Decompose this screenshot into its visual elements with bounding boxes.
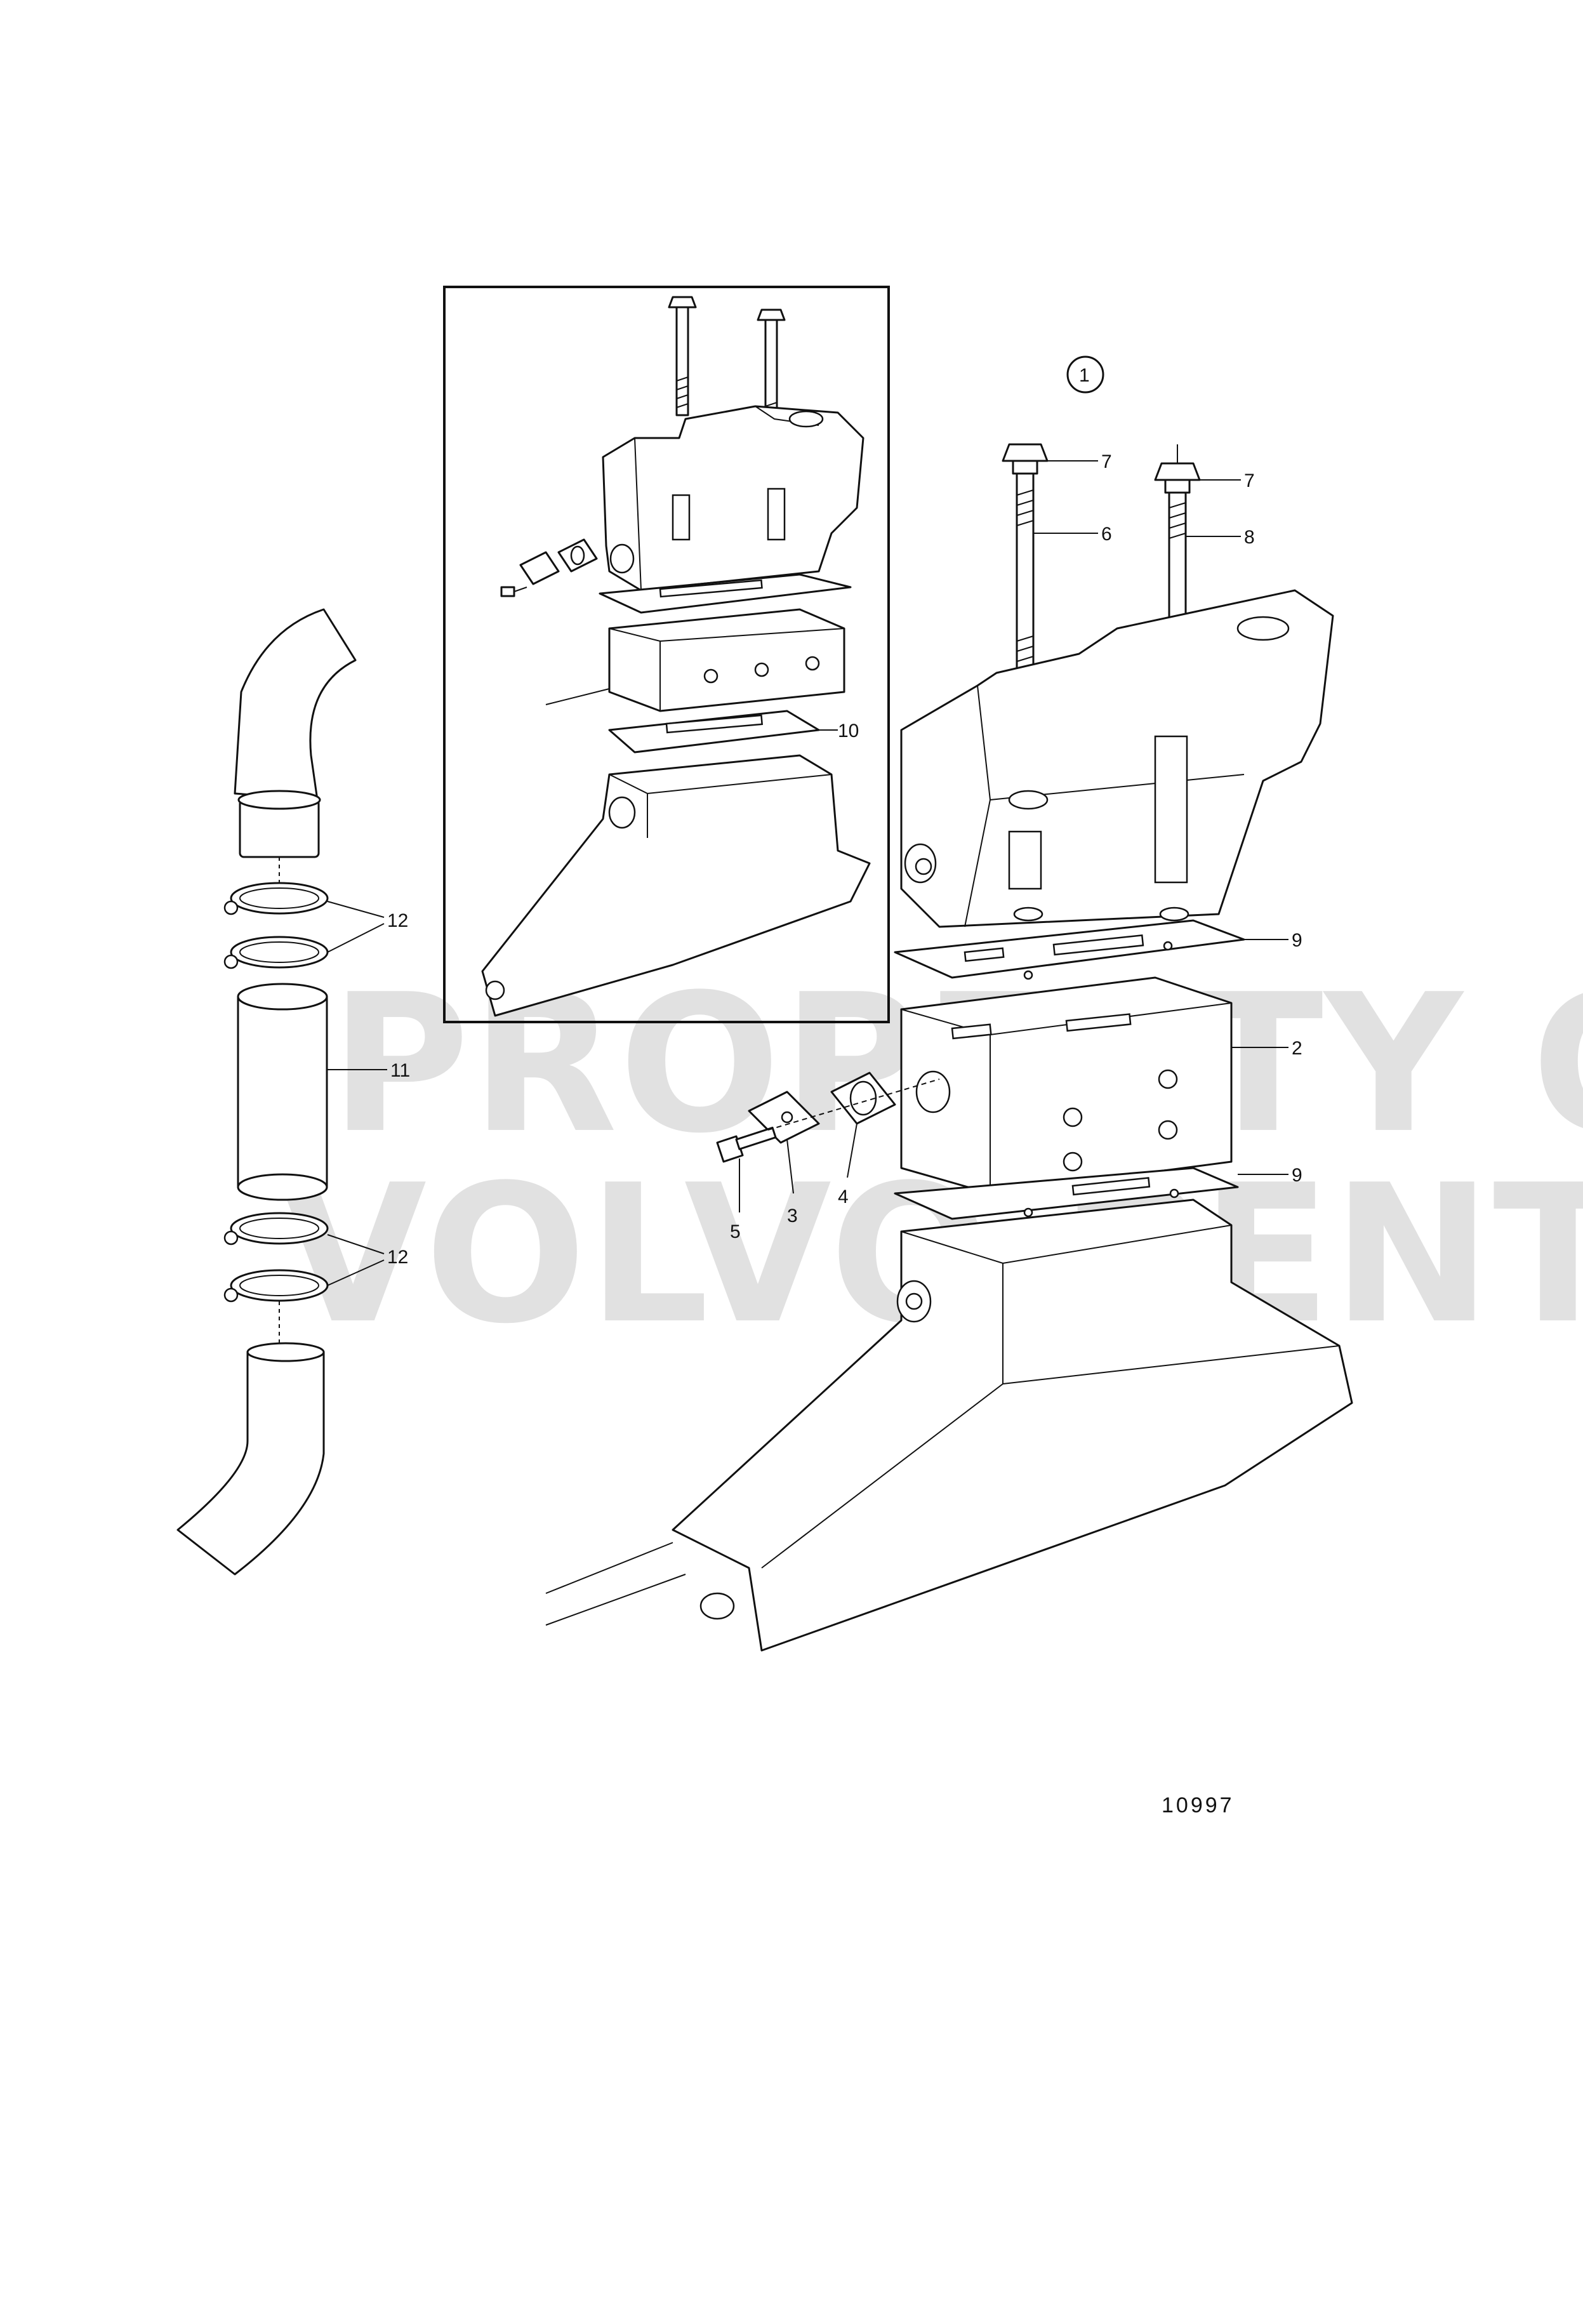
hose-clamp-12-upper-b — [223, 936, 329, 969]
callout-12-lower: 12 — [387, 1247, 408, 1268]
callout-2: 2 — [1292, 1038, 1302, 1059]
inset-upper-gasket — [599, 573, 852, 614]
figure-number: 10997 — [1162, 1793, 1235, 1817]
callout-9-upper: 9 — [1292, 930, 1302, 951]
hose-clamp-12-upper-a — [223, 882, 329, 915]
hose-clamp-12-lower-a — [223, 1212, 329, 1245]
callout-7-left: 7 — [1101, 451, 1112, 472]
cover-plate-3 — [748, 1091, 820, 1144]
callout-4: 4 — [838, 1186, 849, 1207]
bolt-5 — [716, 1126, 777, 1163]
exhaust-outlet — [672, 1199, 1353, 1652]
inset-frame — [443, 286, 890, 1023]
inset-exhaust-elbow — [602, 405, 864, 592]
inset-exhaust-outlet — [481, 754, 871, 1017]
callouts: 1 7 7 6 8 9 2 9 10 5 3 4 11 12 12 — [327, 355, 1302, 1286]
callout-9-lower: 9 — [1292, 1165, 1302, 1186]
inset-gasket-10 — [608, 710, 820, 754]
inset-stud-left — [668, 296, 697, 416]
lower-exhaust-pipe — [176, 1351, 325, 1576]
exhaust-elbow — [900, 589, 1334, 928]
upper-exhaust-pipe — [234, 608, 357, 801]
callout-11: 11 — [390, 1060, 410, 1081]
gasket-9-lower — [894, 1167, 1239, 1220]
hose-assembly — [176, 608, 357, 1576]
inset-riser — [608, 608, 845, 712]
callout-1-circle — [1066, 355, 1104, 394]
callout-10: 10 — [838, 720, 859, 741]
hose-11 — [237, 983, 328, 1201]
main-assembly — [545, 443, 1353, 1652]
callout-12-upper: 12 — [387, 910, 408, 931]
callout-1: 1 — [1079, 365, 1090, 386]
hose-clamp-12-lower-b — [223, 1269, 329, 1303]
callout-3: 3 — [787, 1205, 798, 1226]
callout-5: 5 — [730, 1221, 741, 1242]
seal-4 — [830, 1072, 896, 1125]
callout-8: 8 — [1244, 527, 1255, 548]
callout-6: 6 — [1101, 524, 1112, 545]
inset-alternative-assembly — [443, 286, 890, 1023]
callout-7-right: 7 — [1244, 470, 1255, 491]
inset-cover-plate-group — [500, 538, 598, 597]
